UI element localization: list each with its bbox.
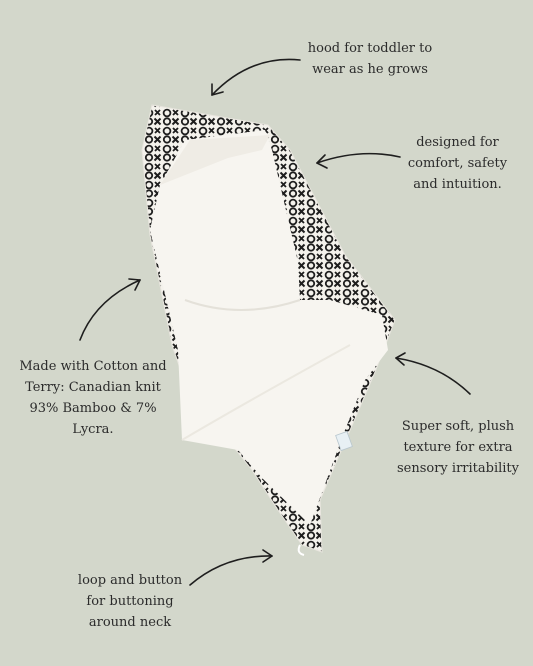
- annotation-material: Made with Cotton and Terry: Canadian kni…: [19, 359, 167, 437]
- towel-inner: [150, 130, 388, 525]
- hood-fold: [160, 135, 270, 185]
- annotation-design: designed for comfort, safety and intuiti…: [407, 135, 508, 192]
- annotation-hood: hood for toddler to wear as he grows: [307, 41, 433, 77]
- curved-arrow-icon: [395, 352, 471, 395]
- annotation-texture: Super soft, plush texture for extra sens…: [396, 419, 519, 476]
- curved-arrow-icon: [189, 549, 273, 586]
- care-label: [335, 430, 353, 452]
- annotation-loop: loop and button for buttoning around nec…: [77, 573, 183, 630]
- curved-arrow-icon: [316, 152, 401, 169]
- neck-loop: [297, 544, 305, 556]
- curved-arrow-icon: [79, 278, 141, 341]
- curved-arrow-icon: [211, 58, 301, 96]
